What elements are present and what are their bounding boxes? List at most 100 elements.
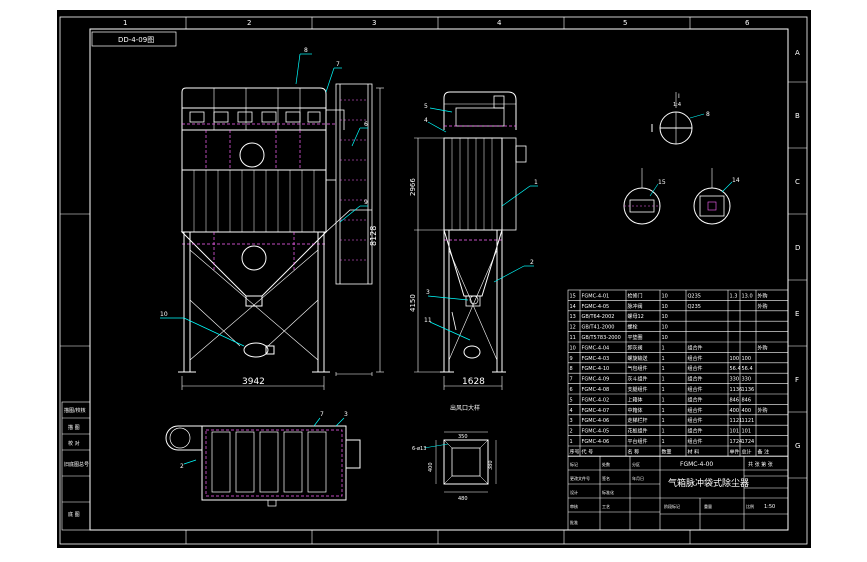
zone-label-right-d: D — [795, 244, 800, 252]
bom-cell: 1724 — [730, 439, 743, 445]
bom-cell: FGMC-4-06 — [582, 418, 610, 424]
tb-label-6: 设计 — [570, 489, 578, 495]
tb-label-4: 签名 — [602, 475, 610, 481]
bom-cell: 1 — [662, 356, 665, 362]
bom-cell: 101 — [730, 429, 740, 435]
bom-cell: 组合件 — [688, 386, 703, 393]
plan-view — [165, 425, 361, 507]
bom-cell: 330 — [742, 377, 752, 383]
zone-label-right-g: G — [795, 442, 800, 450]
bom-cell: 螺栓 — [628, 324, 638, 331]
zone-label-top-4: 4 — [497, 19, 502, 27]
bom-cell: 12 — [570, 325, 576, 331]
bom-cell: 组合件 — [688, 407, 703, 414]
bom-header-cell: 数量 — [662, 448, 672, 455]
side-leaders — [427, 107, 538, 341]
outer-frame — [59, 16, 808, 545]
bom-cell: 卸灰阀 — [628, 344, 643, 351]
bom-header-cell: 备 注 — [758, 448, 770, 455]
bom-cell: 组合件 — [688, 438, 703, 445]
bom-cell: FGMC-4-02 — [582, 397, 610, 403]
bom-cell: 10 — [570, 345, 576, 351]
zone-label-right-f: F — [795, 376, 799, 384]
zone-label-top-1: 1 — [123, 19, 127, 27]
bom-cell: 走梯栏杆 — [628, 417, 648, 424]
bom-cell: 1 — [662, 397, 665, 403]
front-dims — [181, 87, 384, 390]
plan-leaders — [183, 417, 345, 465]
zone-label-right-e: E — [795, 310, 799, 318]
bom-cell: 10 — [662, 314, 668, 320]
zone-label-right-a: A — [795, 49, 800, 57]
bom-cell: 10 — [662, 325, 668, 331]
detail-14-label: 14 — [732, 177, 740, 184]
bom-cell: 螺母12 — [628, 313, 644, 320]
bom-cell: 中箱体 — [628, 407, 643, 414]
bom-cell: 9 — [570, 356, 573, 362]
bom-cell: Q235 — [688, 293, 701, 299]
bom-cell: 1 — [662, 387, 665, 393]
bom-cell: FGMC-4-04 — [582, 345, 610, 351]
bom-cell: 1 — [662, 377, 665, 383]
bom-cell: 花板组件 — [628, 428, 648, 435]
title-sheet-info: 共 张 第 张 — [748, 461, 773, 468]
bom-cell: FGMC-4-08 — [582, 387, 610, 393]
title-drawing-title: 气箱脉冲袋式除尘器 — [668, 477, 749, 489]
bom-cell: 组合件 — [688, 417, 703, 424]
bom-cell: 1121 — [742, 418, 755, 424]
outlet-dim-400: 400 — [428, 462, 434, 472]
section-title: 出风口大样 — [450, 404, 480, 412]
bom-cell: 56.4 — [742, 366, 753, 372]
bom-header-cell: 代 号 — [582, 448, 594, 455]
bom-cell: FGMC-4-09 — [582, 377, 610, 383]
title-drawing-number: FGMC-4-00 — [680, 461, 713, 468]
bom-cell: 846 — [730, 397, 740, 403]
bom-cell: 组合件 — [688, 428, 703, 435]
bom-cell: FGMC-4-07 — [582, 408, 610, 414]
side-height-upper-dim: 2966 — [409, 178, 417, 196]
bom-cell: 3 — [570, 418, 573, 424]
bom-table-grid — [567, 289, 789, 457]
side-part-4: 4 — [424, 117, 428, 124]
front-view — [178, 83, 373, 373]
detail-I-label: I — [678, 93, 680, 100]
detail-scale: 1:4 — [673, 102, 681, 108]
outlet-dim-380: 380 — [488, 460, 494, 470]
zone-label-top-5: 5 — [623, 19, 627, 27]
side-dims — [414, 137, 503, 390]
front-part-9: 9 — [364, 199, 368, 206]
tb-label-0: 标记 — [570, 461, 578, 467]
bom-cell: 10 — [662, 304, 668, 310]
detail-I-part-8: 8 — [706, 111, 710, 118]
bom-cell: 1.3 — [730, 293, 738, 299]
bom-cell: 7 — [570, 377, 573, 383]
tb-label-1: 处数 — [602, 461, 610, 467]
plan-part-2: 2 — [180, 463, 184, 470]
bom-cell: 外购 — [758, 407, 768, 414]
bom-cell: 1 — [662, 429, 665, 435]
detail-I — [651, 92, 705, 145]
bom-cell: 400 — [742, 408, 752, 414]
tb-label-5: 年月日 — [632, 475, 644, 481]
hole-leader — [423, 443, 449, 449]
bom-cell: 6 — [570, 387, 573, 393]
bom-cell: 15 — [570, 293, 576, 299]
side-part-3: 3 — [426, 289, 430, 296]
tb-label-7: 标准化 — [602, 489, 614, 495]
tb-label-8: 审核 — [570, 503, 578, 509]
tb-label-13: 比例 — [746, 503, 754, 509]
bom-cell: 330 — [730, 377, 740, 383]
detail-14 — [693, 168, 733, 225]
side-height-lower-dim: 4150 — [409, 294, 417, 312]
bom-header-cell: 序号 — [570, 448, 580, 455]
outlet-dim-350: 350 — [458, 434, 468, 440]
bom-header-cell: 单件 — [730, 448, 740, 455]
zone-label-top-6: 6 — [745, 19, 750, 27]
bom-cell: 400 — [730, 408, 740, 414]
bom-cell: 平垫圈 — [628, 334, 643, 341]
side-cell-3: 旧底图总号 — [64, 461, 89, 468]
drawing-background — [57, 10, 811, 548]
bom-cell: 4 — [570, 408, 573, 414]
zone-label-top-3: 3 — [372, 19, 376, 27]
bom-cell: 组合件 — [688, 365, 703, 372]
